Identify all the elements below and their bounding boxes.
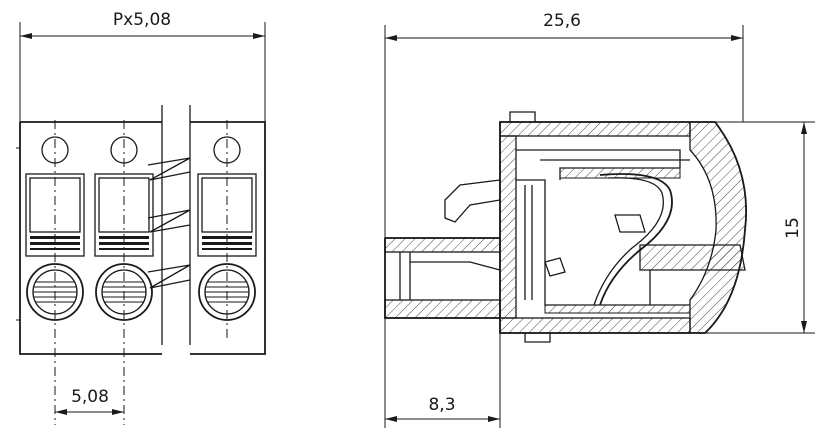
side-height-label: 15 (783, 217, 803, 239)
bottom-latch (524, 333, 551, 343)
spring-clamp-inner (593, 177, 664, 306)
wire-entry-wall-bottom (384, 299, 501, 319)
top-latch (509, 111, 536, 122)
housing-wall-top (499, 121, 691, 137)
spring-clamp (599, 173, 673, 306)
housing-outline-left (19, 121, 162, 355)
pitch-label: 5,08 (71, 387, 109, 407)
side-view: 25,6 15 8,3 (384, 11, 815, 428)
contact-upper (559, 167, 681, 179)
wire-entry-inner-line (410, 261, 501, 271)
conductor-channel (639, 244, 746, 271)
release-lever (444, 179, 501, 223)
break-zigzag (147, 157, 191, 289)
wire-entry-wall-top (384, 237, 501, 253)
wire-entry-inner (399, 252, 411, 300)
housing-wall-bottom (499, 317, 691, 334)
front-width-label: Px5,08 (113, 10, 171, 30)
spring-tab (614, 214, 646, 233)
contact-lower (544, 304, 691, 314)
housing-wall-right (689, 121, 747, 334)
side-offset-label: 8,3 (428, 395, 455, 415)
side-length-label: 25,6 (543, 11, 581, 31)
inner-cavity-frame (516, 179, 690, 306)
front-view: Px5,08 (16, 10, 266, 425)
housing-wall-front (499, 135, 517, 319)
clamp-tip (544, 257, 566, 277)
